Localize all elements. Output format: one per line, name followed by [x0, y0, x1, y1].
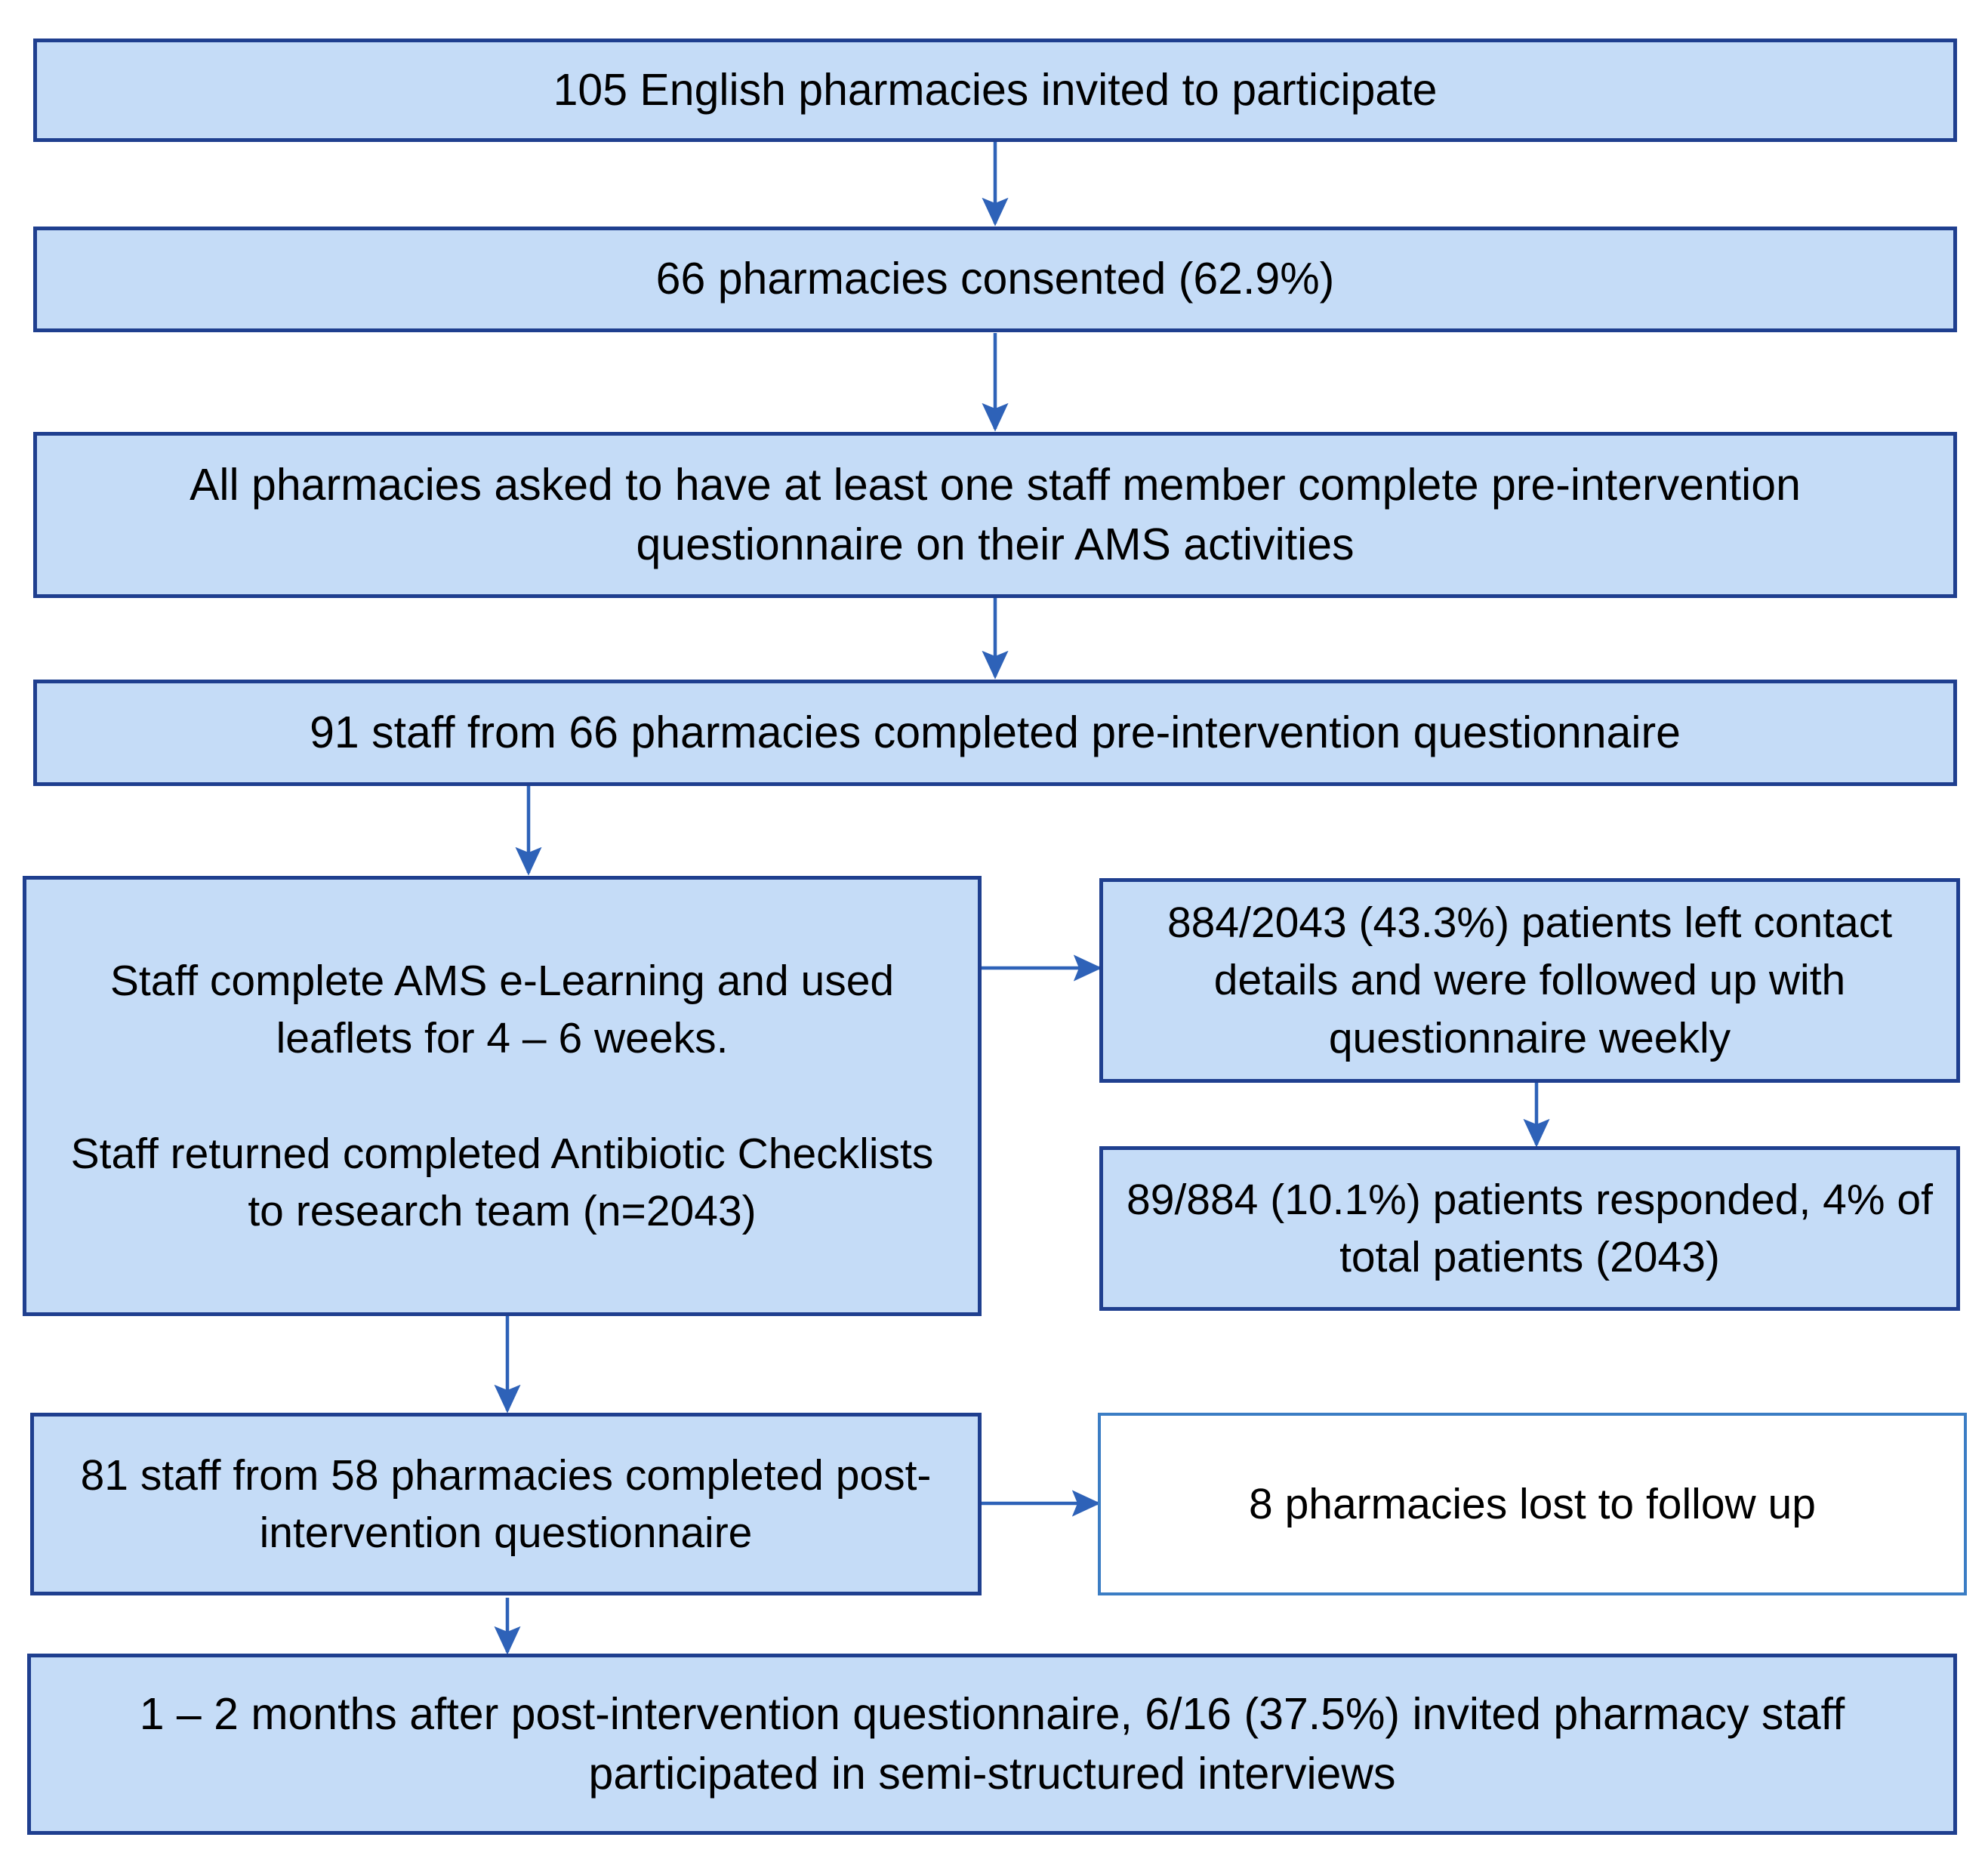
node-interviews: 1 – 2 months after post-intervention que… — [27, 1654, 1957, 1835]
node-asked-pre-label: All pharmacies asked to have at least on… — [190, 459, 1801, 569]
node-lost-followup: 8 pharmacies lost to follow up — [1098, 1413, 1967, 1595]
node-consented: 66 pharmacies consented (62.9%) — [33, 227, 1957, 332]
node-consented-label: 66 pharmacies consented (62.9%) — [655, 254, 1335, 304]
node-post-completed: 81 staff from 58 pharmacies completed po… — [30, 1413, 982, 1595]
node-pre-completed: 91 staff from 66 pharmacies completed pr… — [33, 680, 1957, 786]
node-elearning: Staff complete AMS e-Learning and used l… — [23, 876, 982, 1316]
node-interviews-label: 1 – 2 months after post-intervention que… — [139, 1688, 1845, 1799]
node-post-completed-label: 81 staff from 58 pharmacies completed po… — [80, 1450, 932, 1557]
node-contact-details: 884/2043 (43.3%) patients left contact d… — [1099, 878, 1960, 1083]
node-elearning-label: Staff complete AMS e-Learning and used l… — [70, 956, 934, 1236]
node-lost-followup-label: 8 pharmacies lost to follow up — [1249, 1479, 1816, 1528]
node-patients-responded: 89/884 (10.1%) patients responded, 4% of… — [1099, 1146, 1960, 1311]
node-invited: 105 English pharmacies invited to partic… — [33, 39, 1957, 142]
node-asked-pre: All pharmacies asked to have at least on… — [33, 432, 1957, 598]
node-pre-completed-label: 91 staff from 66 pharmacies completed pr… — [310, 707, 1681, 757]
node-patients-responded-label: 89/884 (10.1%) patients responded, 4% of… — [1127, 1175, 1933, 1281]
node-invited-label: 105 English pharmacies invited to partic… — [553, 64, 1438, 115]
node-contact-details-label: 884/2043 (43.3%) patients left contact d… — [1167, 898, 1893, 1062]
